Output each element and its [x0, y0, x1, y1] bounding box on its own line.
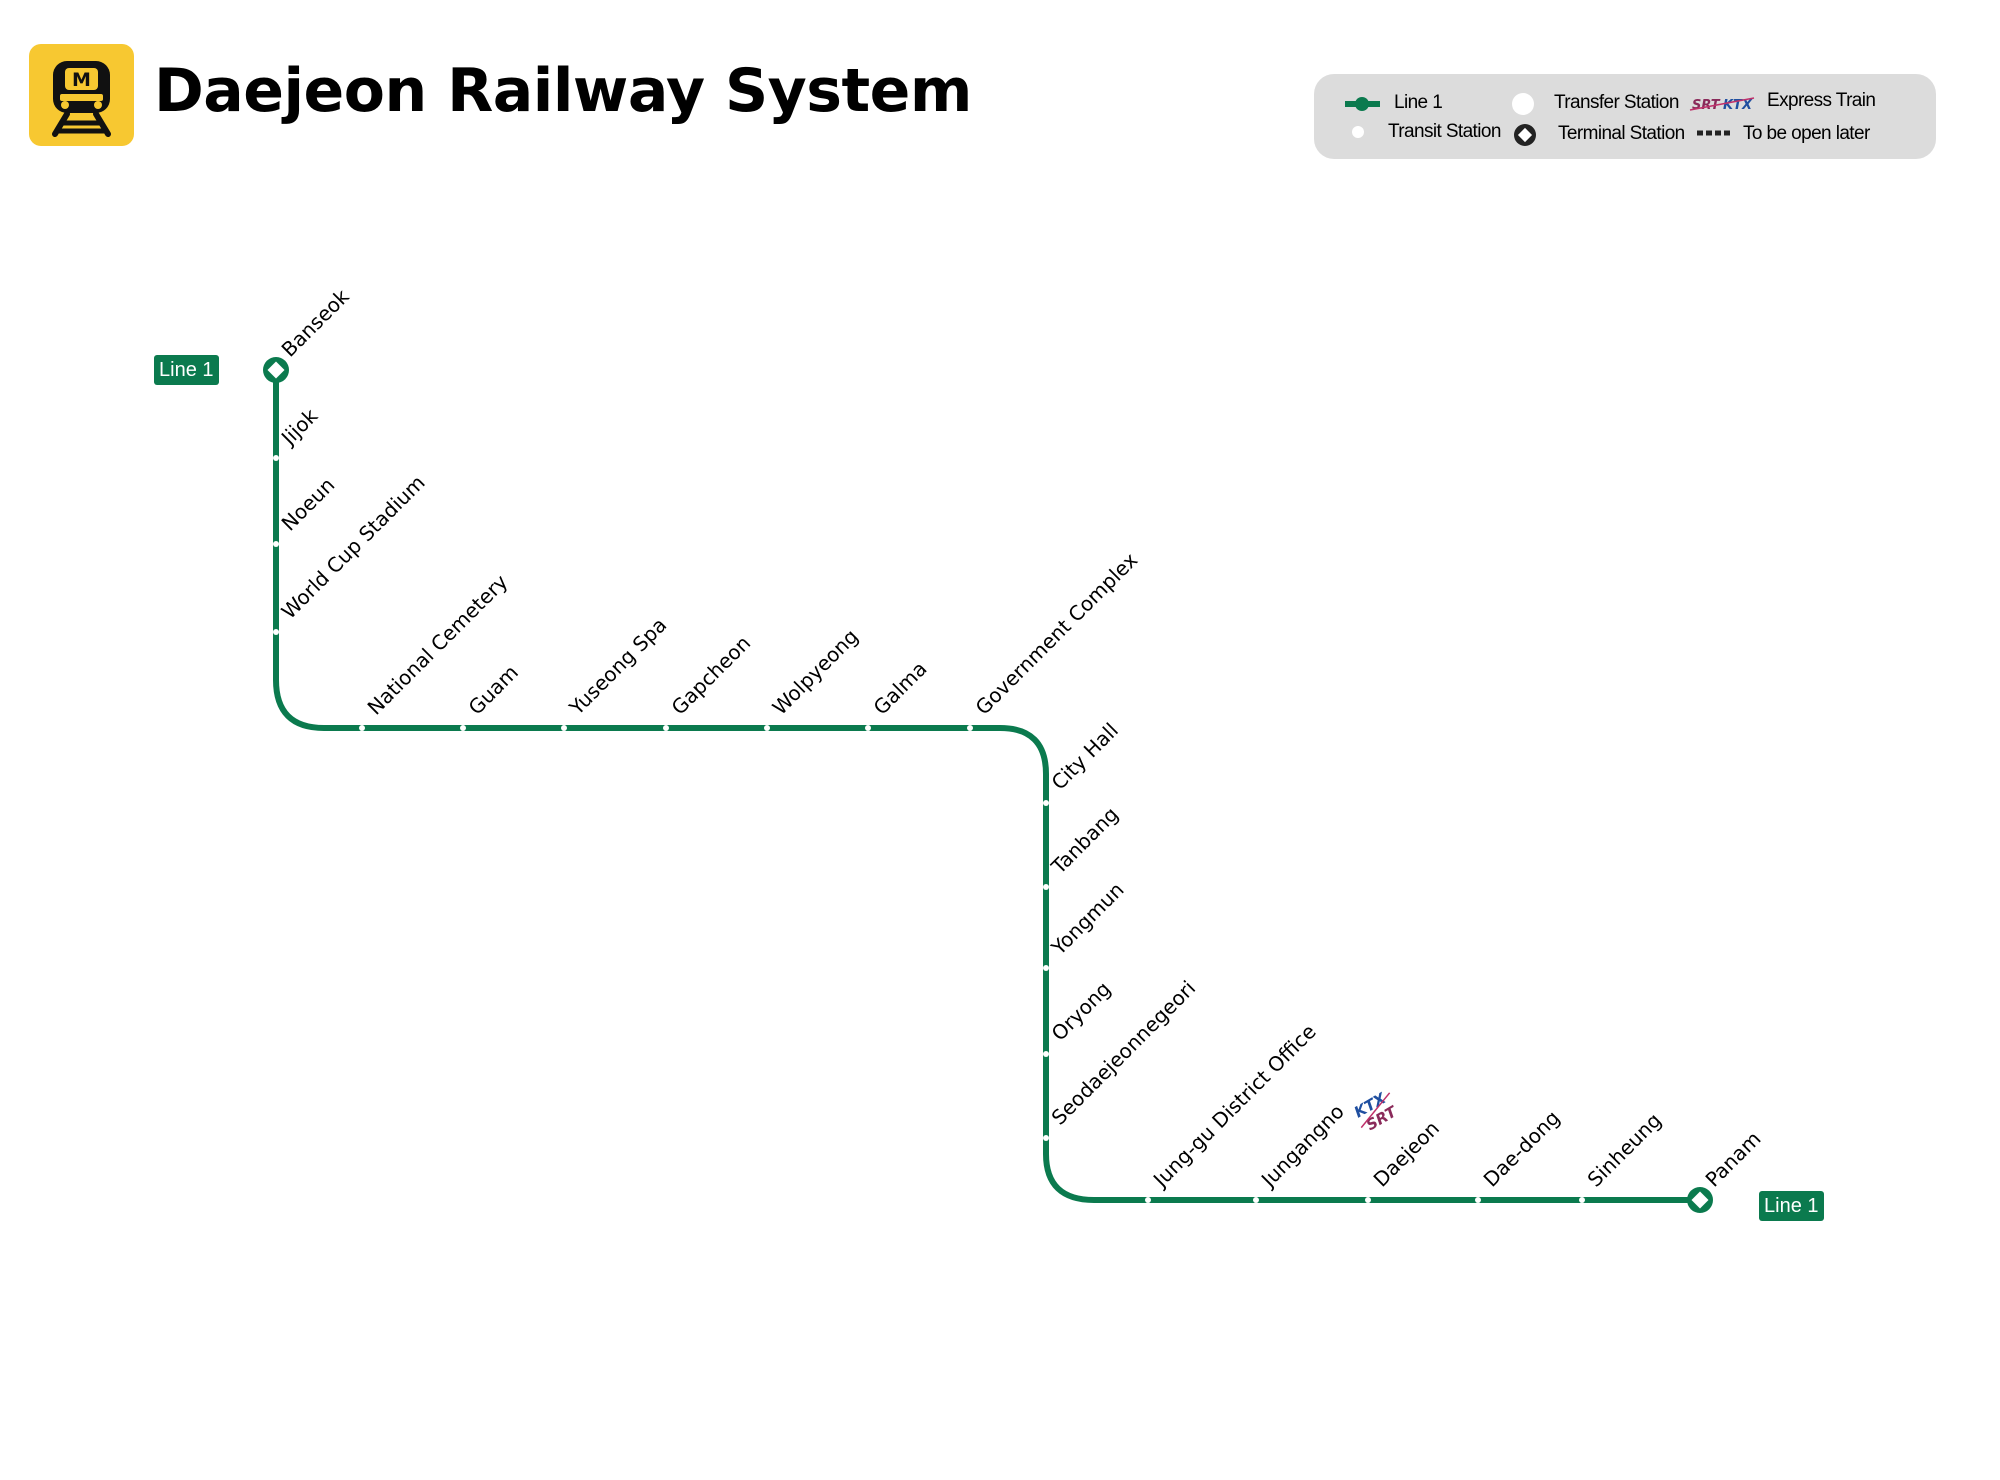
line-badge-start: Line 1 [154, 355, 219, 385]
station-label: Oryong [1047, 977, 1116, 1046]
station-wolpyeong[interactable]: Wolpyeong [764, 624, 863, 731]
station-label: Galma [869, 657, 932, 720]
station-label: World Cup Stadium [277, 470, 430, 623]
terminal-station-diamond [267, 361, 285, 379]
transit-station-marker [967, 725, 973, 731]
station-noeun[interactable]: Noeun [273, 473, 339, 547]
transit-station-marker [1579, 1197, 1585, 1203]
station-label: Jijok [275, 403, 323, 451]
page-title: Daejeon Railway System [154, 56, 972, 126]
transit-station-marker [764, 725, 770, 731]
legend-line1-label: Line 1 [1394, 92, 1443, 113]
terminal-station-diamond [1691, 1191, 1709, 1209]
station-label: Jungangno [1255, 1099, 1349, 1193]
station-jijok[interactable]: Jijok [273, 403, 323, 461]
transit-station-marker [1365, 1197, 1371, 1203]
legend-transit-label: Transit Station [1388, 121, 1501, 142]
station-label: Seodaejeonnegeori [1047, 976, 1201, 1130]
station-label: Sinheung [1583, 1108, 1666, 1191]
station-panam[interactable]: Panam [1687, 1127, 1766, 1213]
station-label: City Hall [1047, 718, 1123, 794]
transit-station-marker [663, 725, 669, 731]
station-label: Tanbang [1046, 802, 1123, 879]
transit-station-marker [1145, 1197, 1151, 1203]
station-banseok[interactable]: Banseok [263, 284, 354, 383]
metro-logo: M [29, 44, 134, 146]
station-guam[interactable]: Guam [460, 660, 523, 731]
transit-station-marker [1475, 1197, 1481, 1203]
station-label: Yongmun [1046, 878, 1129, 961]
logo-letter: M [72, 69, 91, 91]
transit-station-marker [273, 541, 279, 547]
transit-station-marker [273, 629, 279, 635]
transit-station-legend-icon [1352, 126, 1364, 138]
station-gapcheon[interactable]: Gapcheon [663, 631, 755, 731]
station-label: Wolpyeong [768, 624, 863, 719]
station-label: Gapcheon [667, 631, 756, 720]
station-galma[interactable]: Galma [865, 657, 932, 731]
legend-transfer-label: Transfer Station [1554, 92, 1679, 113]
station-label: Guam [464, 660, 523, 719]
transfer-station-legend-icon [1512, 93, 1534, 115]
station-government-complex[interactable]: Government Complex [967, 548, 1142, 731]
transit-station-marker [1043, 1135, 1049, 1141]
transit-station-marker [1043, 884, 1049, 890]
transit-station-marker [1043, 965, 1049, 971]
legend-later-label: To be open later [1743, 123, 1870, 144]
station-label: Yuseong Spa [564, 613, 671, 720]
legend-srt-logo: SRT [1692, 98, 1721, 113]
transit-station-marker [1253, 1197, 1259, 1203]
transit-station-marker [1043, 800, 1049, 806]
station-seodaejeonnegeori[interactable]: Seodaejeonnegeori [1043, 976, 1200, 1141]
station-dae-dong[interactable]: Dae-dong [1475, 1106, 1564, 1203]
station-jungangno[interactable]: Jungangno [1253, 1099, 1349, 1203]
station-oryong[interactable]: Oryong [1043, 977, 1115, 1057]
station-world-cup-stadium[interactable]: World Cup Stadium [273, 470, 430, 635]
station-label: Dae-dong [1479, 1106, 1565, 1192]
station-label: Panam [1701, 1127, 1766, 1192]
transit-station-marker [460, 725, 466, 731]
transit-station-marker [561, 725, 567, 731]
transit-station-marker [273, 455, 279, 461]
terminal-station-legend-icon [1514, 124, 1536, 146]
transit-station-marker [1043, 1051, 1049, 1057]
express-train-legend-icon: SRT KTX [1689, 97, 1755, 113]
station-jung-gu-district-office[interactable]: Jung-gu District Office [1145, 1019, 1321, 1203]
train-icon: M [52, 61, 111, 137]
legend-terminal-label: Terminal Station [1558, 123, 1685, 144]
station-sinheung[interactable]: Sinheung [1579, 1108, 1666, 1203]
station-city-hall[interactable]: City Hall [1043, 718, 1123, 806]
station-yuseong-spa[interactable]: Yuseong Spa [561, 613, 671, 731]
line-badge-end: Line 1 [1759, 1191, 1824, 1221]
line1-legend-icon [1345, 97, 1380, 111]
legend: SRT KTX Line 1 Transit Station Transfer … [1314, 74, 1936, 159]
legend-express-label: Express Train [1767, 90, 1876, 111]
transit-station-marker [359, 725, 365, 731]
transit-station-marker [865, 725, 871, 731]
station-tanbang[interactable]: Tanbang [1043, 802, 1123, 890]
station-label: Government Complex [971, 548, 1143, 720]
station-label: Noeun [277, 473, 340, 536]
station-yongmun[interactable]: Yongmun [1043, 878, 1129, 971]
station-label: Banseok [277, 284, 355, 362]
line1-track [273, 370, 1700, 1203]
